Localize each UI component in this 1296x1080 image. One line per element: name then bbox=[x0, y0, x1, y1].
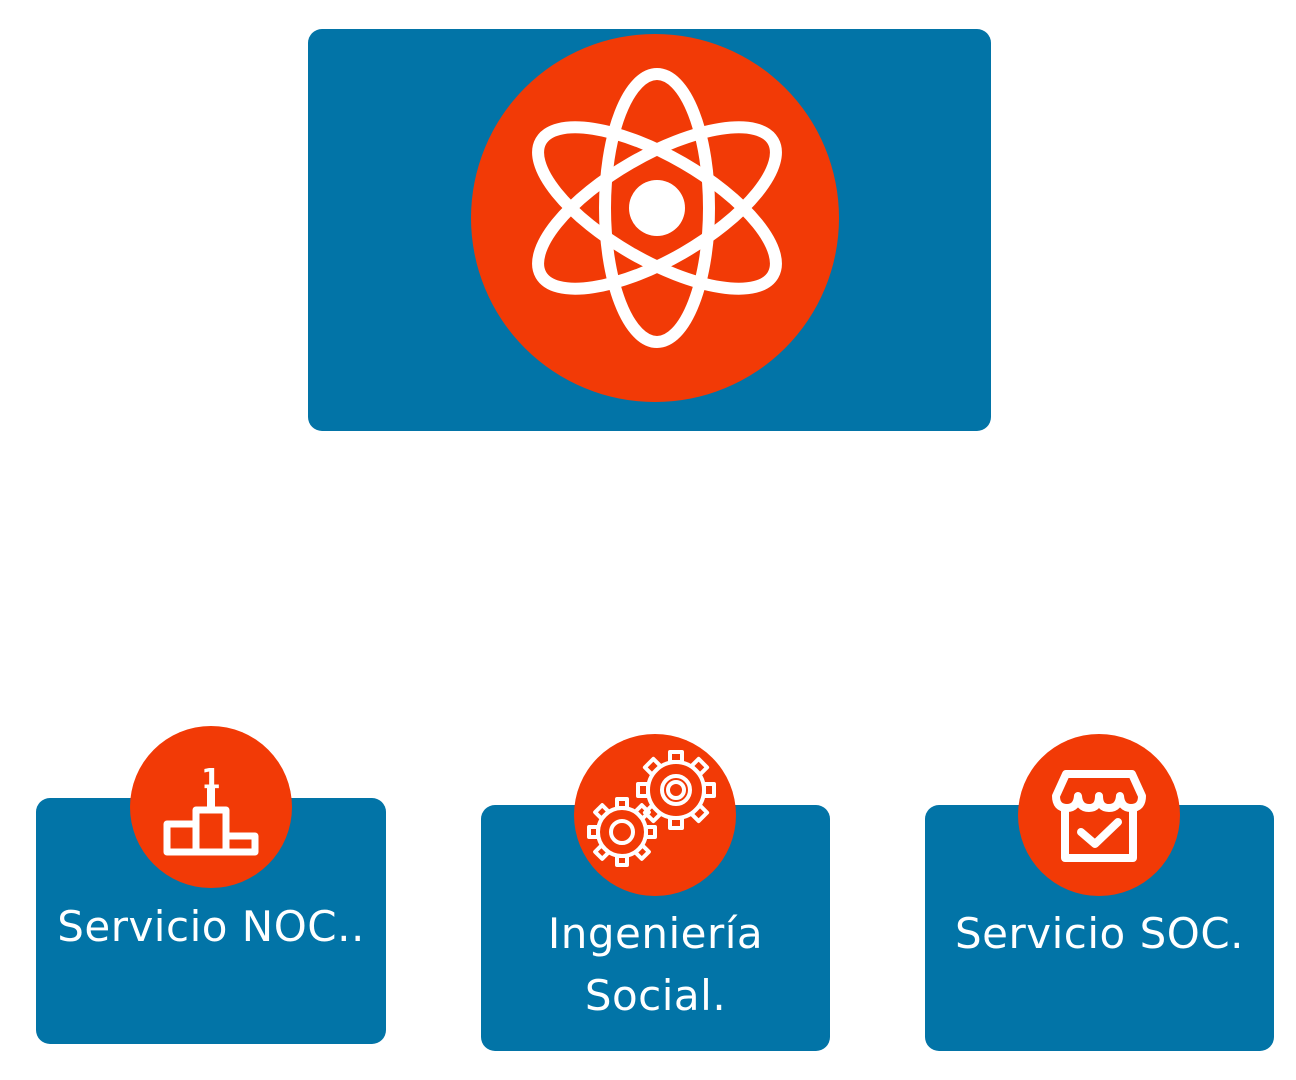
social-engineering-node-label: Ingeniería Social. bbox=[547, 909, 764, 1020]
soc-node-circle bbox=[1018, 734, 1180, 896]
root-node-circle bbox=[471, 34, 839, 402]
atom-icon bbox=[532, 68, 782, 348]
svg-text:1: 1 bbox=[201, 762, 220, 795]
soc-node-label: Servicio SOC. bbox=[955, 909, 1244, 958]
noc-node-circle: 1 bbox=[130, 726, 292, 888]
social-engineering-node-circle bbox=[574, 734, 736, 896]
noc-node-label: Servicio NOC.. bbox=[57, 902, 365, 951]
podium-icon: 1 bbox=[163, 762, 259, 856]
gears-icon bbox=[587, 750, 716, 867]
store-check-icon bbox=[1052, 770, 1146, 862]
